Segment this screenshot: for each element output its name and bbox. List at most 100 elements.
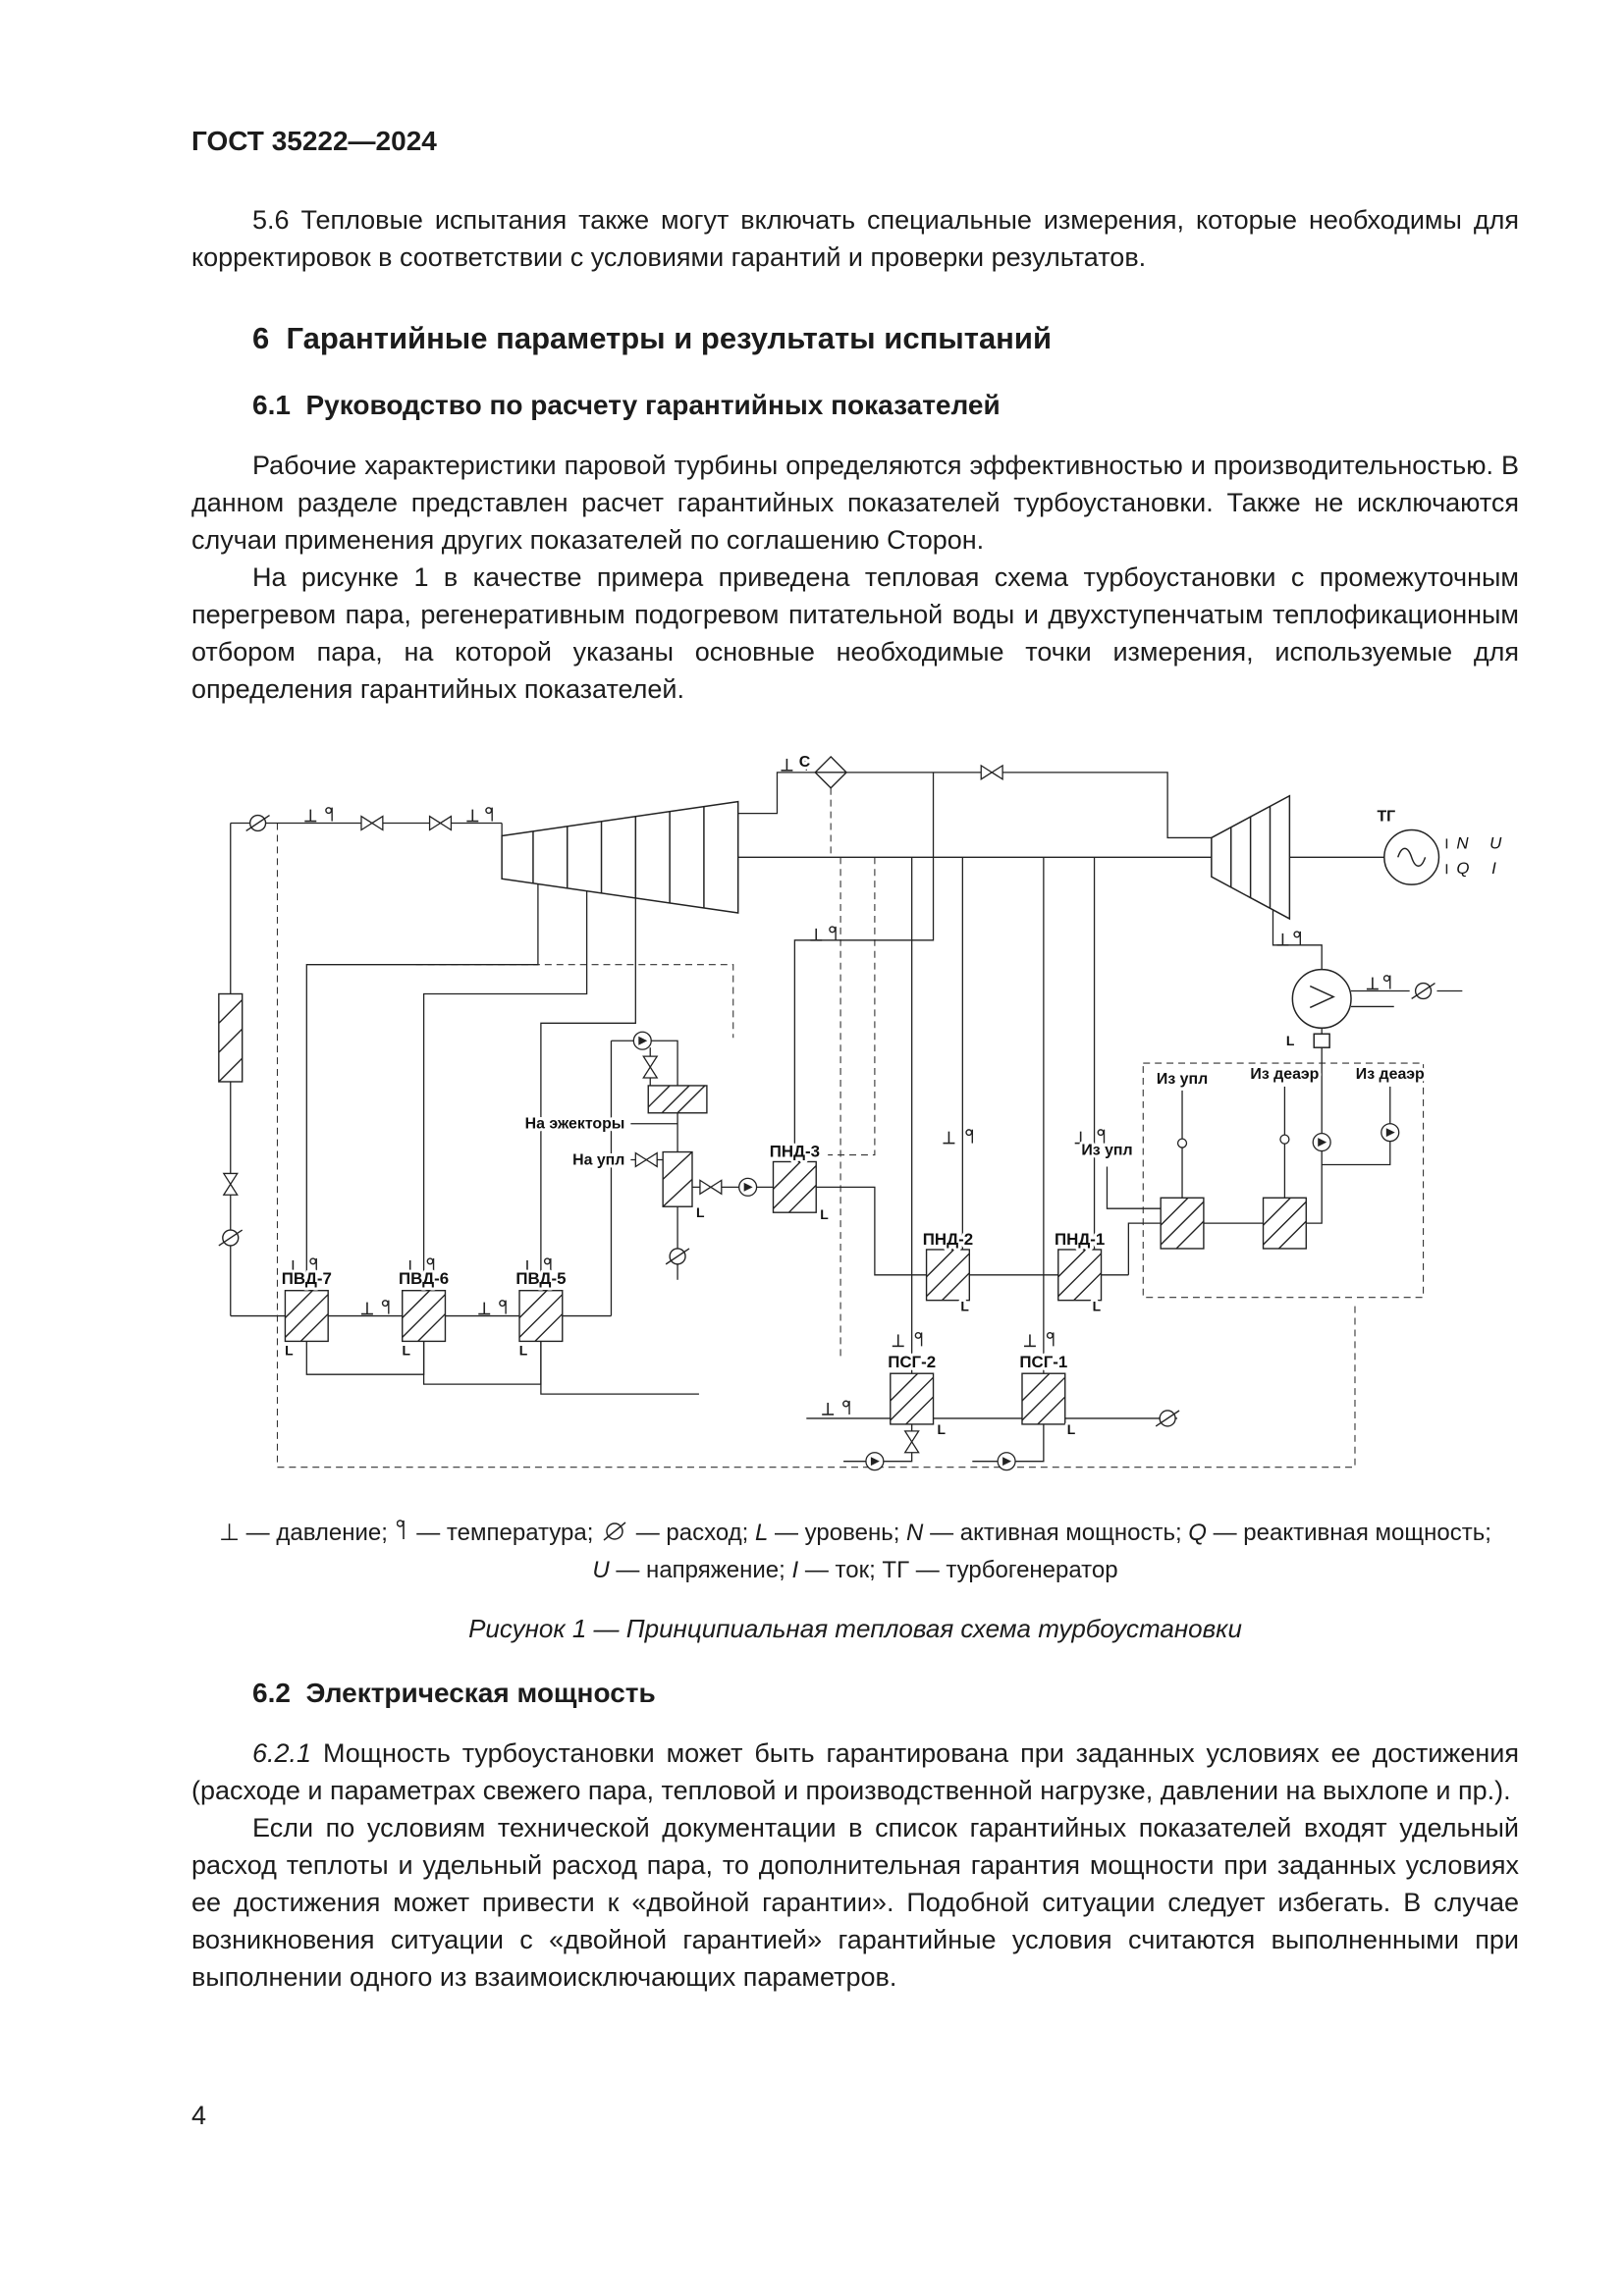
- to-ejectors-label: На эжекторы: [525, 1116, 625, 1133]
- pvd-5-label: ПВД-5: [515, 1269, 566, 1288]
- valve-icon: [223, 1172, 239, 1196]
- clause-number: 6.2.1: [252, 1738, 312, 1769]
- paragraph-5-6: 5.6 Тепловые испытания также могут включ…: [191, 201, 1519, 276]
- flow-icon: [1410, 982, 1436, 1000]
- level-label: L: [285, 1342, 294, 1358]
- from-glands-label: Из упл: [1157, 1071, 1208, 1088]
- psg-1-label: ПСГ-1: [1019, 1353, 1067, 1371]
- level-label: L: [696, 1204, 705, 1220]
- flow-icon: [218, 1229, 244, 1247]
- gland-heater-right: [1262, 1197, 1307, 1250]
- flow-icon: [1155, 1410, 1180, 1427]
- separator: [814, 755, 848, 789]
- damper-icon: [1279, 1134, 1290, 1145]
- valve-icon: [904, 1430, 920, 1454]
- level-label: L: [1093, 1299, 1102, 1314]
- level-label: L: [938, 1421, 947, 1437]
- pressure-icon: [942, 1130, 956, 1145]
- legend-q-text: — реактивная мощность;: [1213, 1520, 1491, 1547]
- legend-u-text: — напряжение;: [616, 1557, 785, 1584]
- pressure-icon: [477, 1301, 491, 1315]
- pump-icon: [997, 1452, 1016, 1471]
- level-label: L: [960, 1299, 969, 1314]
- left-heat-exchanger-column: [218, 992, 244, 1083]
- pnd-1-heater: [1057, 1249, 1103, 1302]
- from-glands-label: Из упл: [1081, 1143, 1132, 1159]
- pipes: [230, 772, 1463, 1463]
- flow-icon: [665, 1248, 690, 1265]
- temperature-icon: [1097, 1128, 1106, 1145]
- legend-pressure-text: — давление;: [245, 1520, 388, 1547]
- figure-1-diagram: С ТГ N Q U I ПВД-7 ПВД-6 ПВД-5 ПНД-3 ПНД…: [218, 751, 1505, 1471]
- section-6-heading: 6 Гарантийные параметры и результаты исп…: [252, 321, 1053, 355]
- legend-i-symbol: I: [791, 1557, 799, 1584]
- ejector-cooler-body: [647, 1085, 708, 1114]
- level-label: L: [1286, 1033, 1295, 1048]
- valve-icon: [699, 1179, 723, 1195]
- content-column: 5.6 Тепловые испытания также могут включ…: [191, 201, 1519, 1996]
- legend-level-symbol: L: [754, 1520, 769, 1547]
- legend-n-symbol: N: [906, 1520, 924, 1547]
- pvd-6-heater: [402, 1290, 447, 1343]
- gland-heater-left: [1160, 1197, 1205, 1250]
- pump-icon: [1380, 1123, 1400, 1143]
- pressure-icon: [1366, 976, 1380, 990]
- pnd-2-heater: [925, 1249, 971, 1302]
- turbine-hp-cylinder: [501, 800, 739, 914]
- document-header: ГОСТ 35222—2024: [191, 126, 437, 156]
- reactive-power-label: Q: [1456, 859, 1469, 878]
- diagram-labels: С ТГ N Q U I ПВД-7 ПВД-6 ПВД-5 ПНД-3 ПНД…: [279, 751, 1505, 1440]
- current-label: I: [1491, 859, 1496, 878]
- figure-caption: Рисунок 1 — Принципиальная тепловая схем…: [468, 1614, 1242, 1644]
- temperature-icon: [1382, 974, 1391, 990]
- psg-2-label: ПСГ-2: [888, 1353, 936, 1371]
- legend-flow-text: — расход;: [635, 1520, 749, 1547]
- paragraph-6-1-2: На рисунке 1 в качестве примера приведен…: [191, 562, 1519, 704]
- pnd-3-label: ПНД-3: [770, 1143, 820, 1161]
- valve-icon: [428, 815, 453, 831]
- pvd-6-label: ПВД-6: [399, 1269, 449, 1288]
- level-label: L: [519, 1342, 528, 1358]
- valve-icon: [634, 1151, 658, 1168]
- pressure-icon: [1023, 1333, 1037, 1348]
- legend-n-text: — активная мощность;: [930, 1520, 1182, 1547]
- pump-icon: [865, 1452, 885, 1471]
- pvd-5-heater: [518, 1290, 564, 1343]
- clause-text: Тепловые испытания также могут включать …: [191, 205, 1519, 272]
- condenser: [1291, 968, 1352, 1048]
- temperature-icon: [1293, 931, 1302, 946]
- damper-icon: [1176, 1138, 1188, 1148]
- flow-icon: [244, 814, 271, 832]
- paragraph-6-1-1: Рабочие характеристики паровой турбины о…: [191, 451, 1519, 555]
- valve-icon: [980, 765, 1003, 780]
- level-label: L: [820, 1206, 829, 1222]
- legend-line-2: U — напряжение; I — ток; ТГ — турбогенер…: [191, 1553, 1519, 1588]
- pressure-icon: [360, 1301, 374, 1315]
- temperature-icon: [485, 806, 493, 823]
- to-glands-label: На упл: [572, 1151, 624, 1168]
- paragraph-6-2-1: 6.2.1 Мощность турбоустановки может быть…: [191, 1735, 1519, 1809]
- pump-icon: [632, 1031, 652, 1050]
- gland-heaters: [1160, 1134, 1307, 1250]
- separator-label: С: [799, 754, 811, 771]
- pvd-7-label: ПВД-7: [282, 1269, 332, 1288]
- pnd-3-heater: [772, 1160, 817, 1213]
- level-label: L: [1067, 1421, 1076, 1437]
- temperature-icon: [325, 806, 333, 823]
- hp-heaters: [284, 1290, 564, 1343]
- generator: [1383, 828, 1448, 885]
- legend-line-1: ⊥ — давление; — температура; — расход; L…: [191, 1516, 1519, 1553]
- ejector-cooler: [647, 1085, 708, 1114]
- temperature-icon: [396, 1517, 408, 1553]
- psg-2-heater: [890, 1372, 935, 1425]
- temperature-icon: [965, 1128, 973, 1145]
- turbogenerator-label: ТГ: [1377, 809, 1395, 826]
- legend-tg-symbol: ТГ: [882, 1557, 910, 1584]
- temperature-icon: [1046, 1331, 1055, 1348]
- pressure-icon: [891, 1333, 905, 1348]
- legend-level-text: — уровень;: [775, 1520, 900, 1547]
- pump-icon: [1312, 1133, 1331, 1152]
- pvd-7-heater: [284, 1290, 329, 1343]
- voltage-label: U: [1489, 833, 1502, 852]
